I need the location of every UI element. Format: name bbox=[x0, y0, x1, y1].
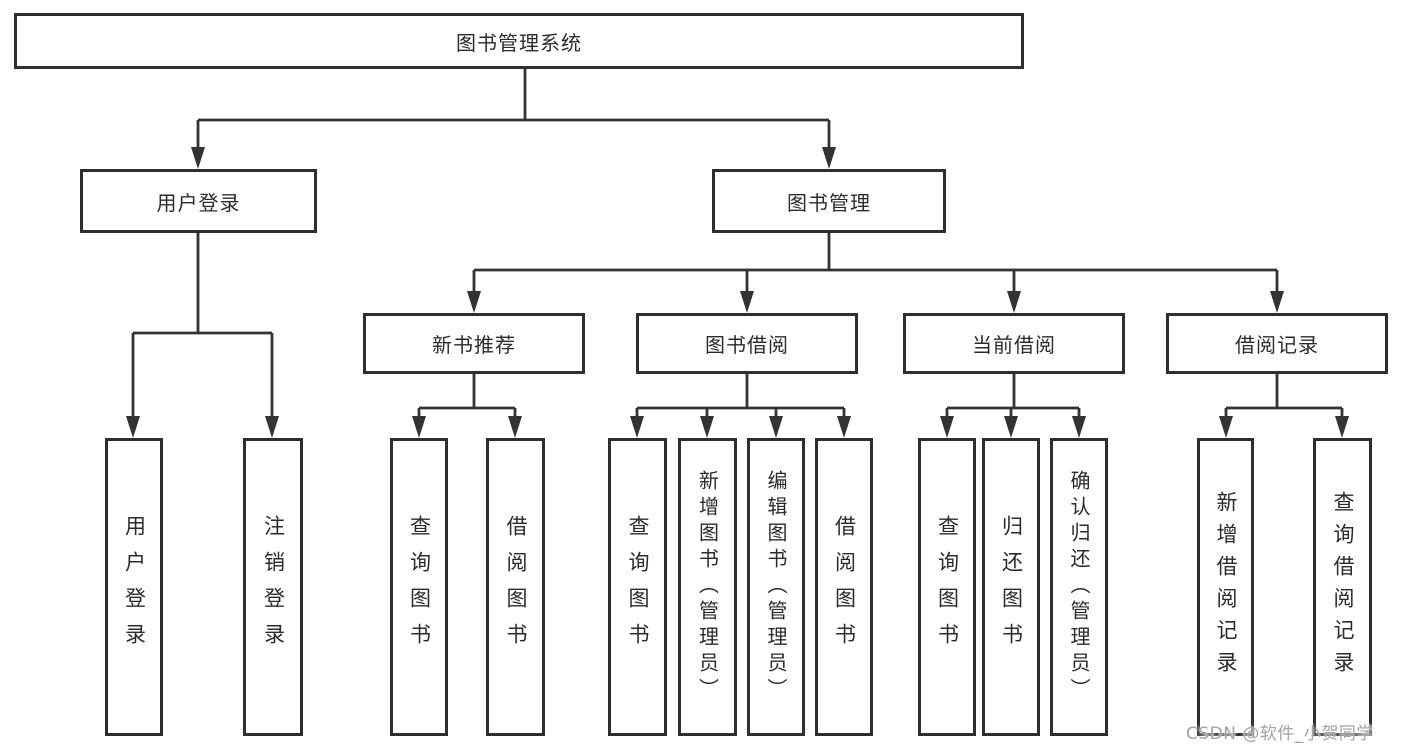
node-leaf-recommend-borrow-books: 借阅图书 bbox=[486, 438, 545, 736]
node-label: 用户登录 bbox=[156, 190, 241, 215]
node-new-book-recommend: 新书推荐 bbox=[363, 313, 585, 374]
node-label: 查询借阅记录 bbox=[1331, 491, 1355, 683]
node-label: 编辑图书（管理员） bbox=[764, 470, 788, 704]
node-label: 借阅图书 bbox=[832, 515, 857, 659]
node-label: 当前借阅 bbox=[972, 333, 1056, 357]
arrow-down-icon bbox=[508, 416, 522, 438]
arrow-down-icon bbox=[822, 147, 836, 169]
arrowheads bbox=[126, 147, 1349, 438]
arrow-down-icon bbox=[1004, 416, 1018, 438]
node-label: 注销登录 bbox=[261, 515, 286, 659]
node-label: 查询图书 bbox=[935, 515, 960, 659]
arrow-down-icon bbox=[191, 147, 205, 169]
connector-book-borrow-children bbox=[635, 374, 846, 418]
arrow-down-icon bbox=[630, 416, 644, 438]
connector-borrow-records-children bbox=[1224, 374, 1344, 418]
arrow-down-icon bbox=[769, 416, 783, 438]
node-leaf-recommend-query-books: 查询图书 bbox=[390, 438, 448, 736]
node-label: 借阅记录 bbox=[1235, 333, 1319, 357]
arrow-down-icon bbox=[1219, 416, 1233, 438]
node-label: 新增图书（管理员） bbox=[695, 470, 720, 704]
node-label: 图书管理 bbox=[787, 190, 871, 215]
node-label: 确认归还（管理员） bbox=[1067, 470, 1091, 704]
arrow-down-icon bbox=[1335, 416, 1349, 438]
arrow-down-icon bbox=[467, 291, 481, 313]
arrow-down-icon bbox=[1072, 416, 1086, 438]
connector-user-login-children bbox=[131, 233, 274, 418]
node-current-borrow: 当前借阅 bbox=[903, 313, 1125, 374]
node-label: 图书管理系统 bbox=[456, 30, 582, 55]
connector-current-borrow-children bbox=[945, 374, 1081, 418]
node-label: 查询图书 bbox=[407, 515, 432, 659]
node-leaf-return-books: 归还图书 bbox=[982, 438, 1040, 736]
node-leaf-confirm-return-admin: 确认归还（管理员） bbox=[1050, 438, 1108, 736]
node-leaf-current-query-books: 查询图书 bbox=[918, 438, 976, 736]
arrow-down-icon bbox=[700, 416, 714, 438]
node-leaf-add-borrow-record: 新增借阅记录 bbox=[1197, 438, 1254, 736]
node-borrow-records: 借阅记录 bbox=[1166, 313, 1388, 374]
node-label: 新增借阅记录 bbox=[1214, 491, 1238, 683]
node-book-borrow: 图书借阅 bbox=[636, 313, 858, 374]
arrow-down-icon bbox=[837, 416, 851, 438]
arrow-down-icon bbox=[1270, 291, 1284, 313]
node-label: 用户登录 bbox=[122, 515, 147, 659]
node-leaf-borrow-books: 借阅图书 bbox=[815, 438, 873, 736]
arrow-down-icon bbox=[1007, 291, 1021, 313]
node-leaf-logout: 注销登录 bbox=[243, 438, 303, 736]
node-library-management-system: 图书管理系统 bbox=[14, 13, 1024, 69]
arrow-down-icon bbox=[740, 291, 754, 313]
node-leaf-query-borrow-record: 查询借阅记录 bbox=[1313, 438, 1372, 736]
csdn-watermark: CSDN @软件_小贺同学 bbox=[1186, 724, 1374, 744]
node-leaf-user-login: 用户登录 bbox=[105, 438, 163, 736]
arrow-down-icon bbox=[265, 416, 279, 438]
node-leaf-borrow-query-books: 查询图书 bbox=[608, 438, 667, 736]
node-label: 新书推荐 bbox=[432, 333, 516, 357]
node-label: 图书借阅 bbox=[705, 333, 789, 357]
connector-root-to-level2 bbox=[196, 69, 831, 149]
connector-book-management-children bbox=[472, 233, 1279, 293]
arrow-down-icon bbox=[126, 416, 140, 438]
node-leaf-edit-books-admin: 编辑图书（管理员） bbox=[747, 438, 805, 736]
node-leaf-add-books-admin: 新增图书（管理员） bbox=[678, 438, 737, 736]
node-label: 借阅图书 bbox=[504, 515, 528, 659]
node-book-management: 图书管理 bbox=[712, 169, 946, 233]
node-user-login: 用户登录 bbox=[80, 169, 317, 233]
arrow-down-icon bbox=[940, 416, 954, 438]
connector-new-book-recommend-children bbox=[417, 374, 517, 418]
node-label: 查询图书 bbox=[626, 515, 650, 659]
node-label: 归还图书 bbox=[999, 515, 1024, 659]
arrow-down-icon bbox=[412, 416, 426, 438]
